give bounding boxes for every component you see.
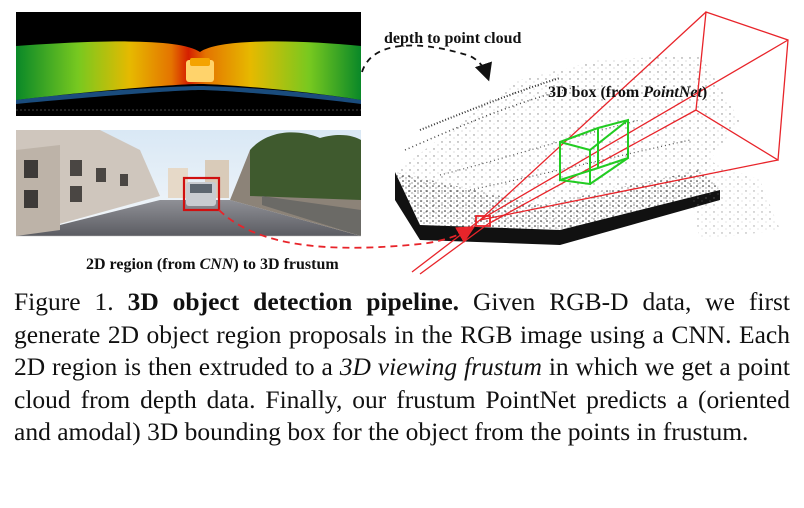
label-depth-to-point-cloud: depth to point cloud bbox=[384, 30, 522, 47]
3d-bounding-box bbox=[559, 118, 629, 186]
pipeline-figure: depth to point cloud 3D box (from PointN… bbox=[16, 11, 789, 275]
caption-title: 3D object detection pipeline. bbox=[127, 287, 460, 316]
frustum bbox=[411, 11, 789, 275]
depth-image bbox=[16, 12, 361, 116]
caption-emphasis: 3D viewing frustum bbox=[339, 352, 542, 382]
label-3d-box: 3D box (from PointNet) bbox=[548, 84, 708, 101]
caption-text-2: in which we get a point cloud from depth… bbox=[14, 352, 791, 447]
frustum-far-plane bbox=[695, 11, 789, 162]
label-2d-region: 2D region (from CNN) to 3D frustum bbox=[86, 256, 339, 273]
rgb-image bbox=[16, 130, 361, 237]
2d-region-box bbox=[182, 176, 221, 212]
depth-to-cloud-arrow bbox=[361, 44, 492, 82]
caption-text-1: Given RGB-D data, we first generate 2D o… bbox=[14, 287, 791, 382]
figure-caption: Figure 1. 3D object detection pipeline. … bbox=[14, 286, 790, 449]
point-cloud bbox=[395, 55, 780, 245]
frustum-near-plane bbox=[475, 215, 491, 227]
caption-figure-number: Figure 1. bbox=[14, 287, 114, 316]
region-to-frustum-arrow bbox=[218, 209, 476, 249]
figure-canvas bbox=[16, 11, 789, 275]
